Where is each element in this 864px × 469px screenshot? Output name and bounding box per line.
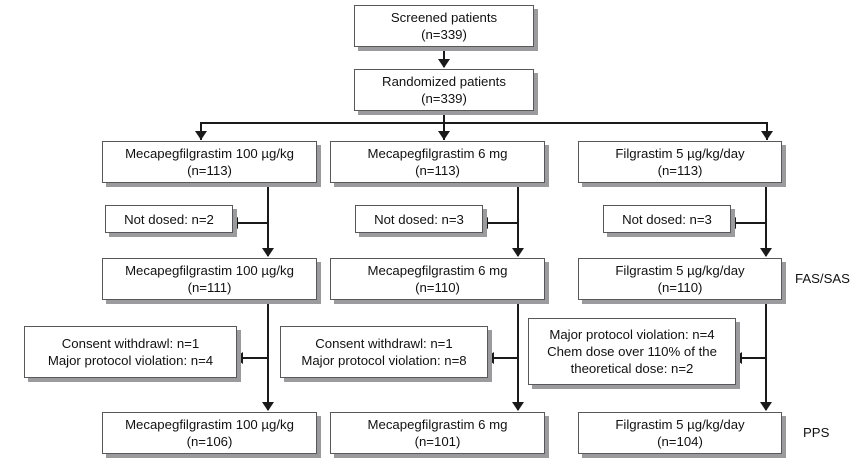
node-line: Randomized patients — [382, 74, 506, 89]
node-line: theoretical dose: n=2 — [570, 361, 694, 376]
node-arm-a-excluded: Consent withdrawl: n=1 Major protocol vi… — [24, 326, 237, 378]
node-arm-b-pps: Mecapegfilgrastim 6 mg (n=101) — [330, 412, 545, 454]
node-count: (n=113) — [415, 163, 460, 178]
node-line: Major protocol violation: n=4 — [47, 353, 214, 368]
node-arm-c-fas: Filgrastim 5 µg/kg/day (n=110) — [578, 258, 782, 300]
connector-arm-b-enrolled-to-fas — [517, 183, 519, 256]
connector-arm-b-fas-to-pps — [517, 300, 519, 410]
arrowhead-down — [760, 248, 772, 257]
node-count: (n=111) — [187, 280, 232, 295]
node-count: (n=106) — [186, 434, 233, 449]
node-count: (n=113) — [657, 163, 703, 178]
arrowhead-down — [760, 131, 773, 140]
arrowhead-down — [760, 402, 772, 411]
connector-arm-c-to-notdosed — [736, 222, 766, 224]
connector-arm-a-enrolled-to-fas — [267, 183, 269, 256]
connector-split-bus — [200, 122, 766, 124]
arrowhead-down — [262, 402, 274, 411]
node-arm-a-fas: Mecapegfilgrastim 100 µg/kg (n=111) — [102, 258, 317, 300]
node-count: (n=110) — [415, 280, 460, 295]
node-arm-a-enrolled: Mecapegfilgrastim 100 µg/kg (n=113) — [102, 141, 317, 183]
node-line: Major protocol violation: n=4 — [549, 327, 715, 342]
node-line: Not dosed: n=3 — [374, 211, 464, 227]
node-line: Not dosed: n=3 — [622, 211, 712, 227]
node-count: (n=339) — [421, 27, 467, 42]
node-line: Mecapegfilgrastim 6 mg — [367, 263, 508, 278]
connector-arm-b-to-excluded — [494, 357, 518, 359]
connector-randomized-stem — [443, 111, 445, 123]
node-count: (n=339) — [421, 91, 467, 106]
connector-arm-b-to-notdosed — [488, 222, 518, 224]
connector-arm-a-to-notdosed — [238, 222, 268, 224]
node-line: Filgrastim 5 µg/kg/day — [615, 263, 745, 278]
node-line: Filgrastim 5 µg/kg/day — [615, 146, 745, 161]
node-count: (n=101) — [414, 434, 461, 449]
node-arm-b-excluded: Consent withdrawl: n=1 Major protocol vi… — [280, 326, 488, 378]
arrowhead-down — [438, 131, 450, 140]
node-arm-b-fas: Mecapegfilgrastim 6 mg (n=110) — [330, 258, 545, 300]
arrowhead-down — [512, 248, 524, 257]
node-arm-c-excluded: Major protocol violation: n=4 Chem dose … — [528, 318, 736, 385]
connector-arm-c-enrolled-to-fas — [765, 183, 767, 256]
node-line: Mecapegfilgrastim 100 µg/kg — [125, 146, 294, 161]
node-arm-b-enrolled: Mecapegfilgrastim 6 mg (n=113) — [330, 141, 545, 183]
node-arm-a-not-dosed: Not dosed: n=2 — [105, 205, 233, 233]
connector-arm-a-fas-to-pps — [267, 300, 269, 410]
node-line: Consent withdrawl: n=1 — [61, 336, 200, 351]
node-count: (n=110) — [657, 280, 703, 295]
node-line: Mecapegfilgrastim 100 µg/kg — [125, 263, 294, 278]
node-arm-b-not-dosed: Not dosed: n=3 — [355, 205, 483, 233]
node-arm-c-not-dosed: Not dosed: n=3 — [603, 205, 731, 233]
label-fas-sas: FAS/SAS — [795, 271, 850, 286]
arrowhead-down — [438, 59, 450, 68]
connector-arm-c-to-excluded — [742, 357, 766, 359]
connector-arm-a-to-excluded — [243, 357, 268, 359]
connector-arm-c-fas-to-pps — [765, 300, 767, 410]
node-line: Chem dose over 110% of the — [547, 344, 717, 359]
node-line: Consent withdrawl: n=1 — [315, 336, 453, 351]
arrowhead-down — [262, 248, 274, 257]
node-arm-c-enrolled: Filgrastim 5 µg/kg/day (n=113) — [578, 141, 782, 183]
node-line: Filgrastim 5 µg/kg/day — [615, 417, 745, 432]
connector-screened-to-randomized — [443, 47, 445, 67]
arrowhead-down — [512, 402, 524, 411]
node-line: Not dosed: n=2 — [124, 211, 214, 227]
node-randomized-patients: Randomized patients (n=339) — [354, 69, 534, 111]
node-line: Mecapegfilgrastim 6 mg — [367, 146, 508, 161]
label-pps: PPS — [803, 425, 830, 440]
node-line: Mecapegfilgrastim 6 mg — [367, 417, 508, 432]
node-line: Mecapegfilgrastim 100 µg/kg — [125, 417, 294, 432]
node-arm-c-pps: Filgrastim 5 µg/kg/day (n=104) — [578, 412, 782, 454]
node-arm-a-pps: Mecapegfilgrastim 100 µg/kg (n=106) — [102, 412, 317, 454]
node-count: (n=104) — [657, 434, 703, 449]
node-line: Screened patients — [390, 10, 498, 25]
node-count: (n=113) — [187, 163, 232, 178]
node-line: Major protocol violation: n=8 — [301, 353, 467, 368]
arrowhead-down — [194, 131, 207, 140]
node-screened-patients: Screened patients (n=339) — [354, 5, 534, 47]
